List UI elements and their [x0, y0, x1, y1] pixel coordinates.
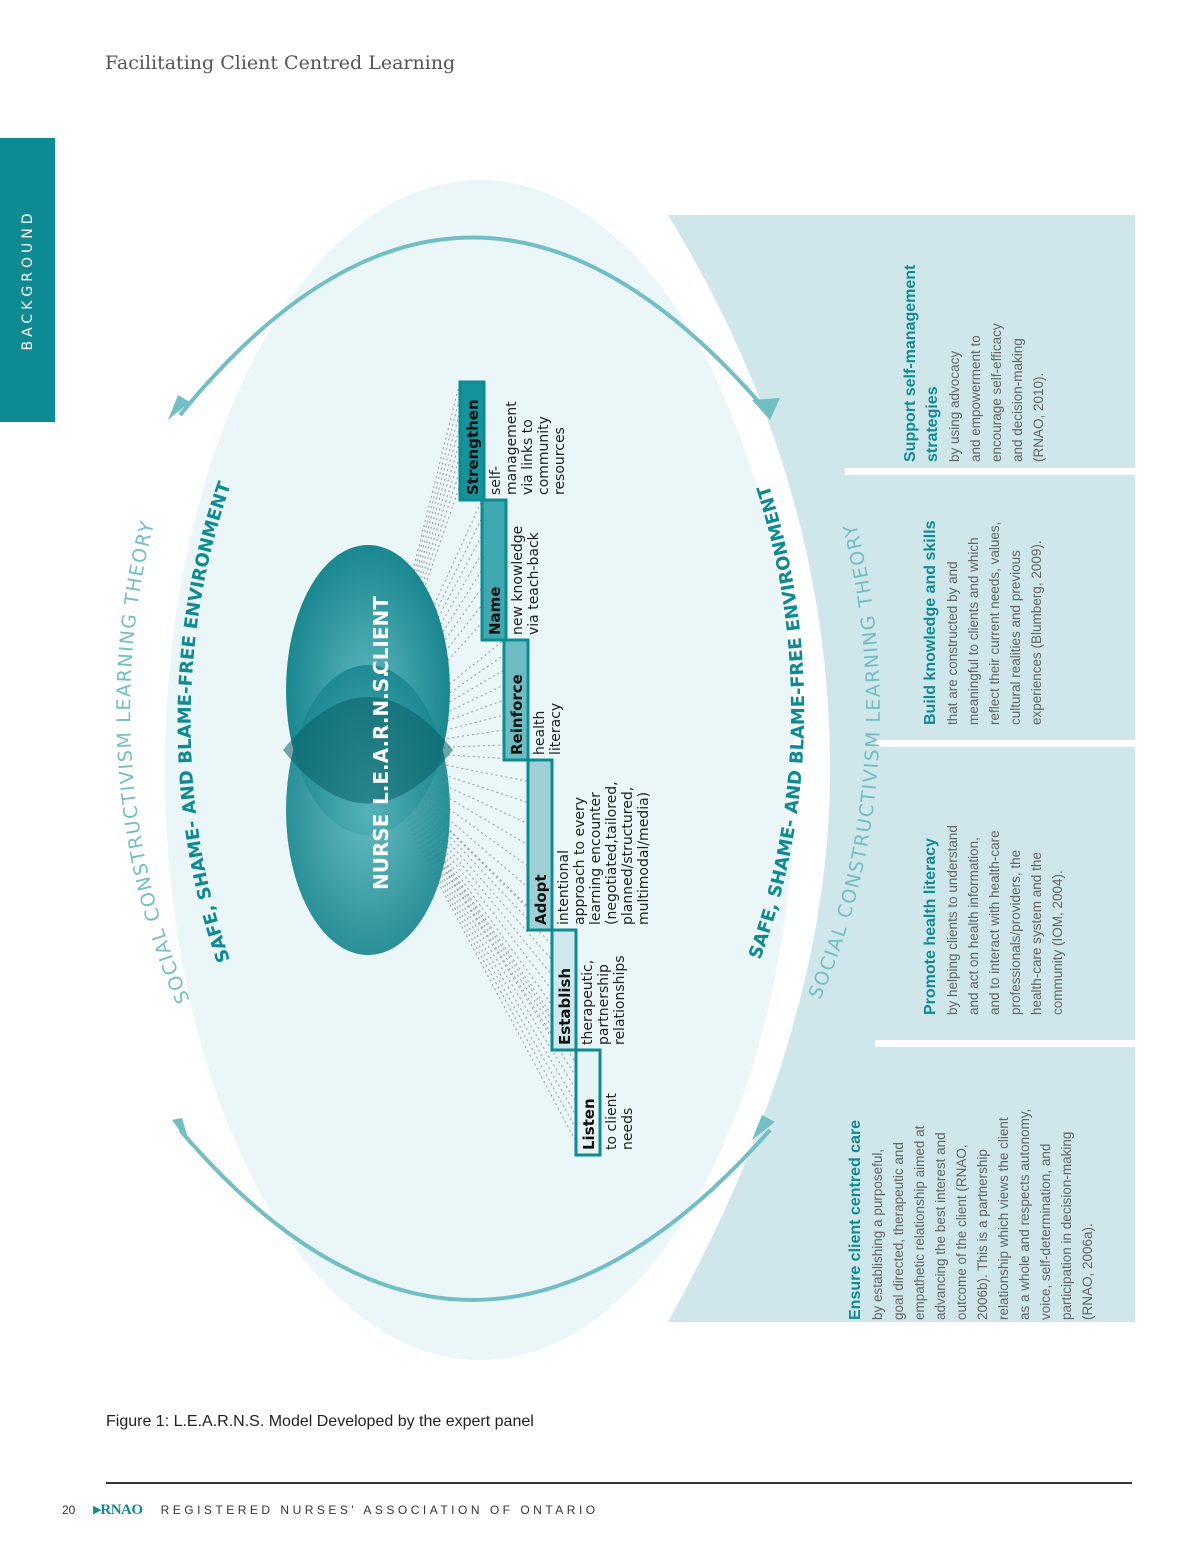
arrow-head-icon — [752, 398, 780, 420]
venn-client-label: CLIENT — [369, 596, 393, 675]
step-box-listen — [574, 1048, 602, 1157]
panel-body: by helping clients to understand and act… — [945, 825, 1065, 1015]
dotted-ray — [367, 517, 483, 751]
panel-title: Build knowledge and skills — [922, 520, 939, 725]
venn-overlap — [283, 697, 453, 804]
dotted-ray — [367, 552, 483, 751]
step-description-line: self- — [488, 466, 504, 495]
rnao-logo: ▸RNAO — [93, 1502, 143, 1518]
step-description-line: resources — [552, 427, 568, 495]
step-title: Adopt — [532, 874, 550, 925]
step-description-line: to client — [604, 1093, 620, 1150]
dotted-ray — [367, 749, 553, 976]
step-box-strengthen — [458, 380, 486, 502]
dotted-ray — [367, 381, 461, 751]
step-description-line: community — [536, 416, 552, 495]
dotted-ray — [367, 639, 505, 751]
arrow-head-icon — [168, 395, 190, 420]
panel-body: that are constructed by and meaningful t… — [945, 521, 1044, 725]
step-description-line: (negotiated,tailored, — [604, 781, 620, 925]
step-description-line: literacy — [548, 703, 564, 755]
footer: 20 ▸RNAO REGISTERED NURSES' ASSOCIATION … — [62, 1500, 599, 1519]
step-description-line: multimodal/media) — [636, 792, 652, 925]
dotted-ray — [367, 749, 529, 803]
step-description-line: planned/structured, — [620, 787, 636, 925]
page-number: 20 — [62, 1502, 76, 1517]
dotted-ray — [367, 749, 529, 825]
panel-divider — [875, 740, 1135, 747]
cycle-arrow-bottom — [178, 1128, 772, 1302]
panel-health-literacy: Promote health literacy by helping clien… — [920, 755, 1068, 1015]
step-description-line: partnership — [596, 964, 612, 1045]
step-description-line: learning encounter — [588, 792, 604, 925]
panel-title: Promote health literacy — [922, 838, 939, 1015]
dotted-ray — [367, 749, 577, 1143]
dotted-ray — [367, 470, 461, 751]
step-title: Name — [486, 587, 504, 635]
panel-self-management: Support self-management strategies by us… — [900, 222, 1049, 462]
step-box-reinforce — [502, 638, 530, 762]
dotted-ray — [367, 749, 577, 1129]
step-description-line: new knowledge — [510, 526, 526, 635]
panel-body: by establishing a purposeful, goal direc… — [870, 1108, 1095, 1320]
step-description-line: needs — [620, 1108, 636, 1150]
venn-center-label: L.E.A.R.N.S. — [369, 670, 393, 805]
venn-nurse-label: NURSE — [369, 814, 393, 890]
panel-knowledge-skills: Build knowledge and skills that are cons… — [920, 485, 1047, 725]
step-description-line: intentional — [556, 850, 572, 925]
step-title: Establish — [556, 968, 574, 1045]
panel-title: Ensure client centred care — [847, 1119, 864, 1320]
step-description-line: via teach-back — [526, 531, 542, 635]
environment-ellipse — [165, 180, 795, 1360]
figure-caption: Figure 1: L.E.A.R.N.S. Model Developed b… — [106, 1413, 534, 1430]
step-title: Listen — [580, 1098, 598, 1150]
step-description-line: management — [504, 401, 520, 495]
step-description-line: relationships — [612, 955, 628, 1045]
step-description-line: via links to — [520, 419, 536, 495]
dotted-ray — [367, 749, 529, 782]
panel-divider — [875, 1040, 1135, 1047]
footer-rule — [106, 1482, 1132, 1484]
running-title: Facilitating Client Centred Learning — [105, 52, 456, 74]
panel-title: Support self-management strategies — [902, 264, 941, 462]
step-title: Reinforce — [508, 674, 526, 755]
step-description-line: health — [532, 711, 548, 755]
step-description-line: therapeutic, — [580, 960, 596, 1045]
panel-client-centred-care: Ensure client centred care by establishi… — [845, 1080, 1098, 1320]
arrow-head-icon — [752, 1115, 775, 1140]
cycle-arrow-top — [178, 235, 772, 417]
panel-divider — [845, 468, 1135, 475]
venn-labels: NURSE L.E.A.R.N.S. CLIENT — [369, 596, 393, 890]
panel-body: by using advocacy and empowerment to enc… — [947, 323, 1046, 462]
step-title: Strengthen — [464, 399, 482, 495]
section-tab: BACKGROUND — [0, 138, 55, 422]
dotted-ray — [367, 699, 505, 751]
step-box-establish — [550, 928, 578, 1052]
dotted-ray — [367, 587, 483, 751]
step-box-name — [480, 498, 508, 642]
organization-name: REGISTERED NURSES' ASSOCIATION OF ONTARI… — [160, 1502, 599, 1517]
step-description-line: approach to every — [572, 797, 588, 925]
dotted-ray — [367, 749, 577, 1103]
arrow-head-icon — [172, 1118, 190, 1145]
step-box-adopt — [526, 758, 554, 932]
